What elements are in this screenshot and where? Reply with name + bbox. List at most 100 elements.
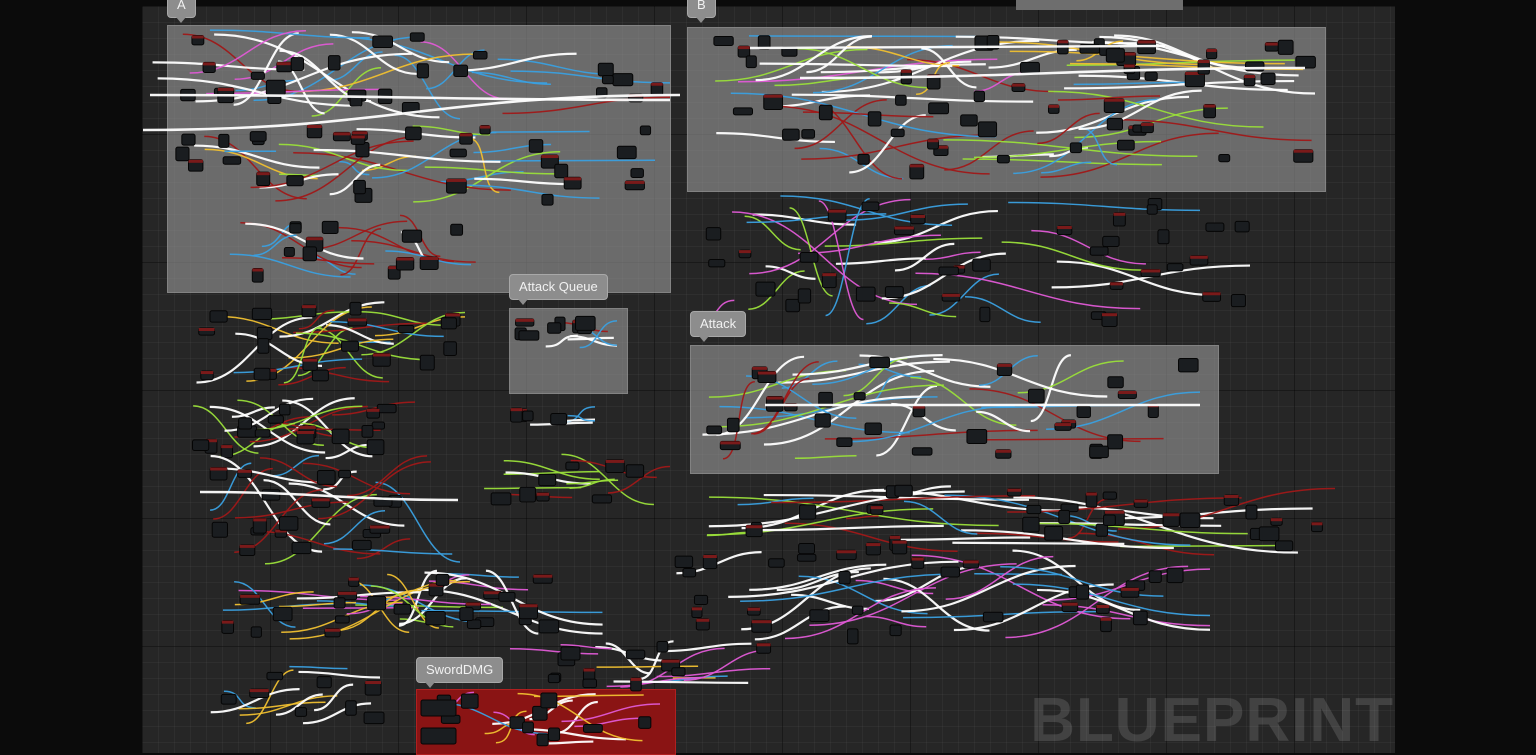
graph-node[interactable] — [450, 149, 466, 157]
graph-node[interactable] — [1045, 526, 1063, 540]
graph-node[interactable] — [1021, 62, 1040, 73]
graph-node[interactable] — [539, 620, 559, 633]
graph-node[interactable] — [566, 462, 579, 470]
graph-node[interactable] — [219, 134, 229, 147]
graph-node[interactable] — [1167, 568, 1183, 582]
graph-node[interactable] — [460, 608, 473, 621]
graph-node[interactable] — [980, 307, 990, 321]
comment-label-a[interactable]: A — [167, 0, 196, 18]
graph-node[interactable] — [865, 423, 881, 434]
graph-node[interactable] — [287, 176, 303, 186]
graph-node[interactable] — [1231, 294, 1245, 306]
graph-node[interactable] — [854, 393, 865, 400]
graph-node[interactable] — [284, 248, 294, 257]
graph-node[interactable] — [258, 339, 269, 354]
graph-node[interactable] — [519, 331, 539, 340]
graph-node[interactable] — [454, 65, 468, 76]
comment-label-attack[interactable]: Attack — [690, 311, 746, 337]
graph-node[interactable] — [683, 568, 696, 576]
graph-node[interactable] — [973, 259, 991, 271]
graph-node[interactable] — [1278, 40, 1293, 54]
graph-node[interactable] — [856, 287, 875, 301]
graph-node[interactable] — [410, 33, 424, 41]
graph-node[interactable] — [367, 440, 384, 455]
graph-node[interactable] — [262, 490, 280, 500]
graph-node[interactable] — [421, 700, 456, 716]
graph-node[interactable] — [1261, 73, 1275, 84]
graph-node[interactable] — [537, 734, 548, 746]
graph-node[interactable] — [251, 627, 261, 637]
graph-node[interactable] — [800, 252, 818, 262]
graph-node[interactable] — [332, 429, 349, 443]
graph-node[interactable] — [862, 202, 879, 211]
graph-node[interactable] — [499, 592, 515, 601]
graph-node[interactable] — [436, 574, 449, 585]
graph-node[interactable] — [815, 414, 830, 427]
graph-node[interactable] — [368, 596, 386, 610]
graph-node[interactable] — [317, 470, 335, 484]
graph-node[interactable] — [799, 544, 815, 554]
graph-node[interactable] — [870, 357, 890, 367]
graph-node[interactable] — [542, 194, 553, 205]
graph-node[interactable] — [709, 260, 725, 267]
graph-node[interactable] — [891, 129, 904, 137]
graph-node[interactable] — [373, 36, 393, 47]
graph-node[interactable] — [292, 542, 311, 553]
graph-node[interactable] — [598, 63, 613, 76]
graph-node[interactable] — [257, 327, 272, 339]
graph-node[interactable] — [1090, 446, 1109, 457]
graph-node[interactable] — [441, 318, 456, 329]
graph-node[interactable] — [819, 105, 832, 119]
graph-node[interactable] — [451, 224, 463, 235]
graph-node[interactable] — [539, 474, 556, 485]
graph-node[interactable] — [1076, 585, 1088, 599]
graph-node[interactable] — [939, 267, 958, 275]
graph-node[interactable] — [602, 75, 613, 83]
graph-node[interactable] — [398, 326, 414, 333]
graph-node[interactable] — [1117, 140, 1134, 150]
graph-node[interactable] — [1147, 205, 1157, 215]
graph-node[interactable] — [251, 72, 264, 79]
graph-node[interactable] — [890, 625, 901, 636]
graph-node[interactable] — [733, 108, 752, 115]
graph-node[interactable] — [997, 155, 1009, 163]
graph-node[interactable] — [617, 146, 636, 158]
graph-node[interactable] — [694, 595, 707, 604]
graph-node[interactable] — [1077, 406, 1090, 417]
graph-node[interactable] — [402, 230, 421, 242]
graph-node[interactable] — [406, 127, 422, 140]
graph-node[interactable] — [978, 122, 996, 137]
graph-node[interactable] — [555, 164, 568, 177]
graph-node[interactable] — [858, 154, 869, 164]
graph-node[interactable] — [520, 487, 536, 502]
graph-node[interactable] — [746, 56, 756, 68]
graph-node[interactable] — [1059, 510, 1070, 523]
graph-node[interactable] — [491, 493, 511, 505]
graph-node[interactable] — [1108, 377, 1123, 388]
graph-node[interactable] — [541, 693, 557, 708]
graph-node[interactable] — [352, 540, 371, 549]
comment-label-b[interactable]: B — [687, 0, 716, 18]
graph-node[interactable] — [176, 147, 189, 161]
graph-node[interactable] — [810, 610, 829, 622]
graph-node[interactable] — [350, 302, 361, 315]
graph-node[interactable] — [929, 103, 949, 114]
graph-node[interactable] — [727, 418, 739, 432]
graph-node[interactable] — [421, 728, 456, 744]
graph-node[interactable] — [1106, 49, 1124, 62]
graph-node[interactable] — [394, 604, 410, 614]
graph-node[interactable] — [675, 556, 692, 567]
graph-node[interactable] — [1246, 505, 1257, 519]
graph-node[interactable] — [983, 612, 1003, 622]
graph-node[interactable] — [303, 247, 316, 261]
graph-node[interactable] — [561, 647, 580, 660]
graph-node[interactable] — [1023, 517, 1039, 532]
graph-node[interactable] — [756, 282, 775, 296]
graph-node[interactable] — [346, 701, 357, 716]
graph-node[interactable] — [548, 674, 559, 682]
graph-node[interactable] — [317, 677, 331, 688]
graph-node[interactable] — [1235, 221, 1249, 231]
graph-node[interactable] — [974, 91, 984, 101]
graph-node[interactable] — [354, 180, 366, 193]
graph-node[interactable] — [1103, 236, 1119, 246]
